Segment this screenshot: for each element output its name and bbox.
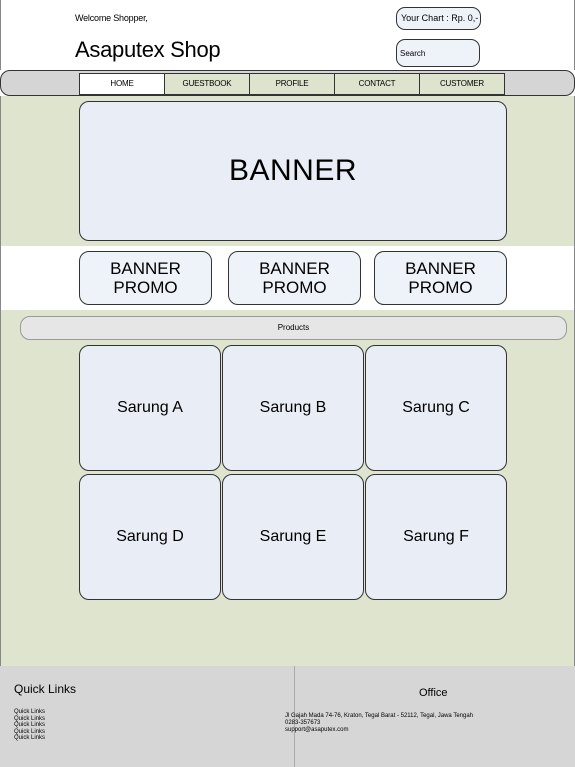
office-phone: 0283-357673: [285, 720, 321, 726]
product-card-f[interactable]: Sarung F: [365, 474, 507, 600]
nav-item-contact[interactable]: CONTACT: [334, 73, 420, 95]
shop-title: Asaputex Shop: [75, 37, 221, 62]
nav-menu: HOME GUESTBOOK PROFILE CONTACT CUSTOMER: [79, 73, 505, 95]
cart-button[interactable]: Your Chart : Rp. 0,-: [396, 7, 481, 30]
footer-quick-links: [0, 666, 295, 767]
promo-banner-1[interactable]: BANNER PROMO: [79, 251, 212, 305]
search-input[interactable]: [396, 39, 480, 67]
welcome-text: Welcome Shopper,: [75, 13, 148, 23]
office-address: Jl Gajah Mada 74-76, Kraton, Tegal Barat…: [285, 713, 474, 719]
office-details: Jl Gajah Mada 74-76, Kraton, Tegal Barat…: [285, 713, 473, 734]
promo-banner-3[interactable]: BANNER PROMO: [374, 251, 507, 305]
promo-banner-2[interactable]: BANNER PROMO: [228, 251, 361, 305]
nav-item-home[interactable]: HOME: [79, 73, 165, 95]
product-card-d[interactable]: Sarung D: [79, 474, 221, 600]
quick-link[interactable]: Quick Links: [14, 715, 46, 722]
quick-link[interactable]: Quick Links: [14, 735, 46, 741]
main-banner[interactable]: BANNER: [79, 101, 507, 241]
nav-item-profile[interactable]: PROFILE: [249, 73, 335, 95]
product-card-c[interactable]: Sarung C: [365, 345, 507, 471]
nav-item-customer[interactable]: CUSTOMER: [419, 73, 505, 95]
product-card-a[interactable]: Sarung A: [79, 345, 221, 471]
office-title: Office: [419, 687, 448, 699]
product-card-e[interactable]: Sarung E: [222, 474, 364, 600]
office-email[interactable]: support@asaputex.com: [285, 727, 349, 733]
nav-item-guestbook[interactable]: GUESTBOOK: [164, 73, 250, 95]
footer-office: [295, 666, 575, 767]
product-card-b[interactable]: Sarung B: [222, 345, 364, 471]
quick-links-list: Quick Links Quick Links Quick Links Quic…: [14, 709, 45, 742]
quick-link[interactable]: Quick Links: [14, 722, 46, 728]
quick-link[interactable]: Quick Links: [14, 709, 46, 715]
quick-link[interactable]: Quick Links: [14, 728, 46, 735]
products-heading: Products: [20, 316, 567, 340]
quick-links-title: Quick Links: [14, 682, 77, 696]
